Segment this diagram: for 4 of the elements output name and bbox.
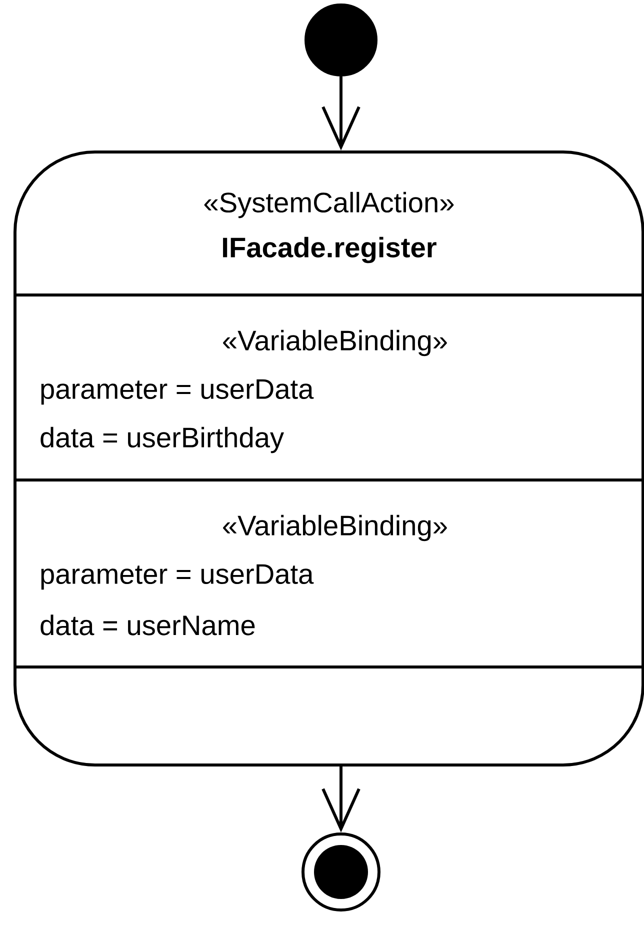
compartment: «VariableBinding» parameter = userData data = userName bbox=[40, 514, 447, 636]
initial-state-dot bbox=[304, 4, 378, 76]
compartment: «VariableBinding» parameter = userData data = userBirthday bbox=[40, 330, 447, 454]
final-state-circle bbox=[302, 832, 380, 912]
